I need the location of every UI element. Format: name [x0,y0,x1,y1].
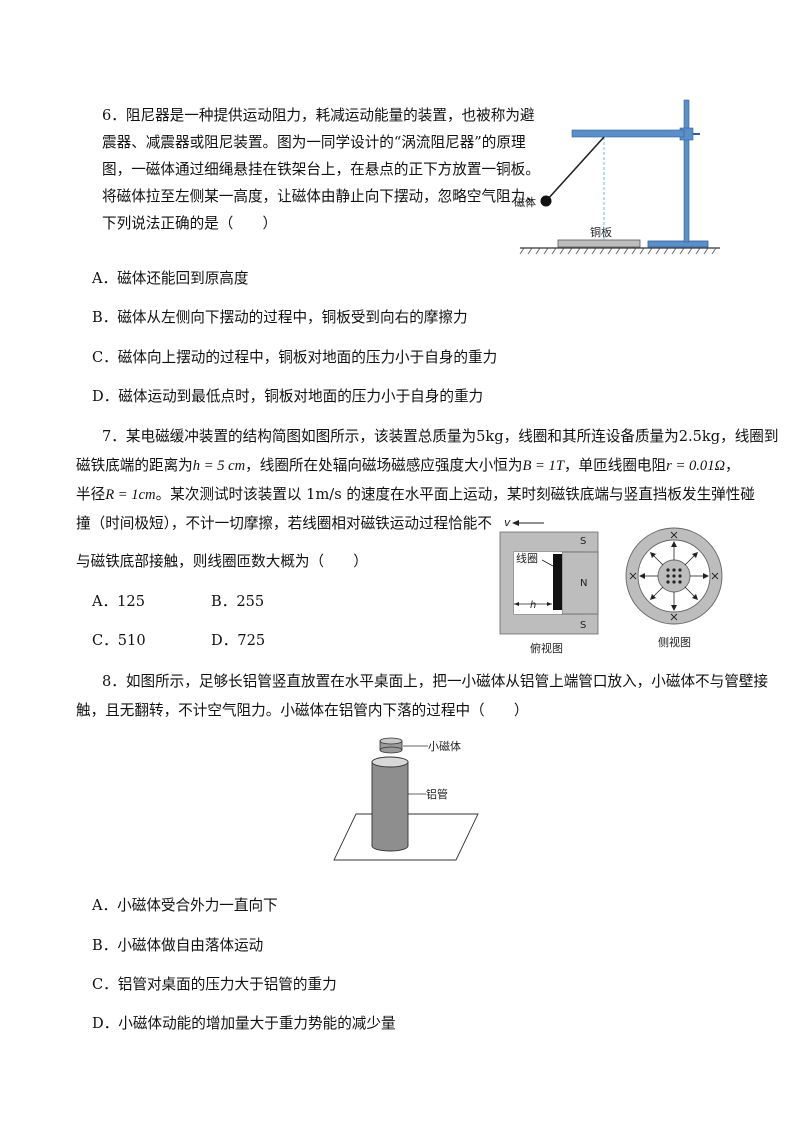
q6-stem-line-2: 震器、减震器或阻尼装置。图为一同学设计的“涡流阻尼器”的原理 [102,134,526,151]
q7-option-c[interactable]: C．510 [92,632,146,649]
q6-option-c[interactable]: C．磁体向上摆动的过程中，铜板对地面的压力小于自身的重力 [92,349,498,366]
q8-aluminum-tube-figure: 小磁体 铝管 [333,737,479,861]
q6-option-b[interactable]: B．磁体从左侧向下摆动的过程中，铜板受到向右的摩擦力 [92,309,468,326]
q7-text-comma: ， [725,457,740,474]
q6-stem-line-3: 图，一磁体通过细绳悬挂在铁架台上，在悬点的正下方放置一铜板。 [102,161,540,178]
q7-bottom-s-label: S [580,620,586,631]
q7-stem-line-4: 撞（时间极短），不计一切摩擦，若线圈相对磁铁运动过程恰能不 [76,515,492,532]
q7-text-radius: 半径 [76,486,106,503]
q8-option-d[interactable]: D．小磁体动能的增加量大于重力势能的减少量 [92,1015,396,1032]
q7-h-label: h [530,600,536,611]
q7-n-label: N [580,578,587,589]
q7-side-view-figure: 侧视图 [625,527,723,649]
q7-stem-line-1: 7．某电磁缓冲装置的结构简图如图所示，该装置总质量为5kg，线圈和其所连设备质量… [102,428,779,445]
q7-math-h: h = 5 cm [192,458,246,474]
q6-stem-line-1: 6．阻尼器是一种提供运动阻力，耗减运动能量的装置，也被称为避 [102,107,535,124]
q6-plate-label: 铜板 [590,225,612,239]
q7-velocity-label: v [504,516,511,529]
q7-stem-line-3: 半径R = 1cm。某次测试时该装置以 1m/s 的速度在水平面上运动，某时刻磁… [76,485,755,505]
q7-coil-label: 线圈 [516,551,538,565]
q7-top-s-label: S [580,536,586,547]
q7-option-b[interactable]: B．255 [211,593,265,610]
q7-math-b: B = 1T [522,458,564,474]
q7-math-r: r = 0.01Ω [666,458,726,474]
q8-option-c[interactable]: C．铝管对桌面的压力大于铝管的重力 [92,976,337,993]
q7-option-a[interactable]: A．125 [92,593,145,610]
q7-option-d[interactable]: D．725 [211,632,266,649]
q6-option-d[interactable]: D．磁体运动到最低点时，铜板对地面的压力小于自身的重力 [92,388,484,405]
q6-option-a[interactable]: A．磁体还能回到原高度 [92,270,249,287]
q8-stem-line-1: 8．如图所示，足够长铝管竖直放置在水平桌面上，把一小磁体从铝管上端管口放入，小磁… [102,673,769,690]
q6-stem-line-5: 下列说法正确的是（ ） [102,215,278,232]
q7-text-field: ，线圈所在处辐向磁场磁感应强度大小恒为 [245,457,523,474]
q7-text-resistance: ，单匝线圈电阻 [563,457,667,474]
q7-side-view-caption: 侧视图 [658,635,691,649]
q7-top-view-figure: v S N S 线圈 h 俯视图 [499,516,599,655]
q8-magnet-label: 小磁体 [428,739,461,753]
q6-eddy-damper-figure: 铜板 磁体 [514,99,720,255]
q8-tube-label: 铝管 [426,787,448,801]
q8-stem-line-2: 触，且无翻转，不计空气阻力。小磁体在铝管内下落的过程中（ ） [76,702,529,719]
q8-option-a[interactable]: A．小磁体受合外力一直向下 [92,897,278,914]
q8-option-b[interactable]: B．小磁体做自由落体运动 [92,937,264,954]
q7-stem-line-2: 磁铁底端的距离为h = 5 cm，线圈所在处辐向磁场磁感应强度大小恒为B = 1… [76,456,740,476]
q7-text-test: 。某次测试时该装置以 1m/s 的速度在水平面上运动，某时刻磁铁底端与竖直挡板发… [155,486,755,503]
q7-stem-line-5: 与磁铁底部接触，则线圈匝数大概为（ ） [76,553,368,570]
q7-text-distance: 磁铁底端的距离为 [76,457,193,474]
q6-stem-line-4: 将磁体拉至左侧某一高度，让磁体由静止向下摆动，忽略空气阻力， [102,188,540,205]
q7-top-view-caption: 俯视图 [530,641,563,655]
q6-magnet-label: 磁体 [514,195,536,209]
q7-math-R: R = 1cm [105,487,156,503]
